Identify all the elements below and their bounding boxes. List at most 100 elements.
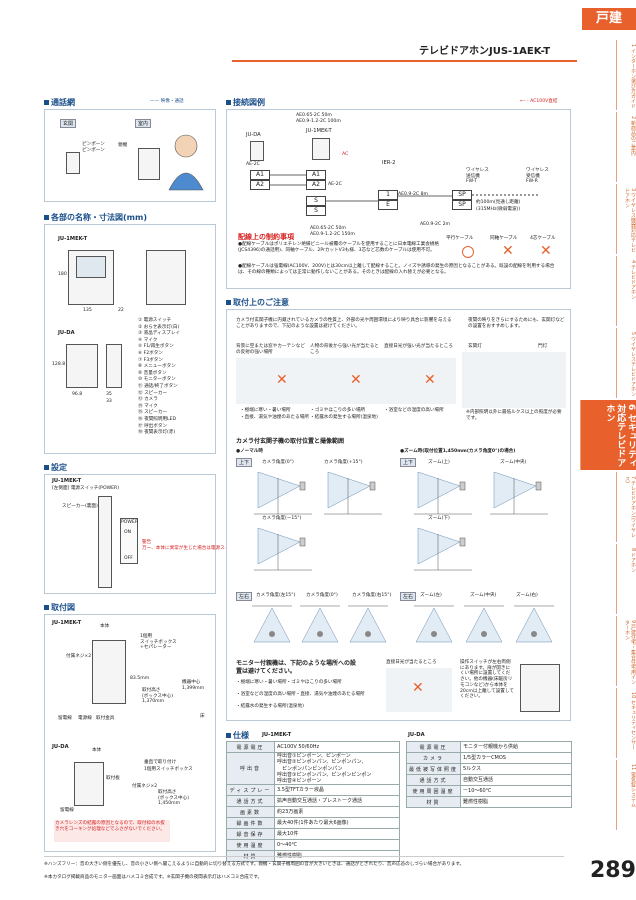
juda-side-drawing — [106, 344, 122, 388]
side-tab-10[interactable]: 10 セキュリティセンサー — [616, 688, 636, 758]
side-tab-5[interactable]: 5 ワイヤレステレビドアホン — [616, 328, 636, 398]
side-tab-number: 10 — [630, 692, 636, 700]
camera-mark — [535, 481, 542, 491]
mount-model1: JU-1MEK-T — [52, 620, 82, 626]
leftright-label-1: 左右 — [236, 592, 253, 601]
ng-icon: ✕ — [412, 680, 424, 696]
wiring-fwt: ワイヤレス 送信機 FW-T — [466, 168, 489, 185]
spec-key: 画素数 — [226, 806, 275, 819]
spec-row: 録画件数最大40件(1件あたり最大6画像) — [226, 817, 400, 830]
ng-icon: ✕ — [502, 243, 514, 259]
part-number: ⑤ — [138, 344, 144, 350]
side-tab-number: 5 — [630, 332, 636, 337]
zoom-down: ズーム(下) — [428, 516, 450, 521]
spec-key: 通話方式 — [226, 795, 275, 808]
range-diagram-lr — [464, 605, 504, 643]
caution-bullet-4: ・直接、湯気や油煙のあたる場所 — [240, 415, 309, 420]
part-number: ⑭ — [138, 403, 145, 409]
terminal: E — [378, 200, 398, 210]
side-tab-label: 戸建住宅・集合住宅用インターホン — [624, 620, 636, 685]
range-cone — [465, 607, 503, 643]
part-item: ④ マイク — [138, 338, 180, 345]
mount-vert: 垂直で取り付け — [144, 760, 177, 765]
part-label: F2ボタン — [143, 350, 163, 356]
part-item: ③ 液晶ディスプレイ — [138, 331, 180, 338]
side-tab-6[interactable]: 6 セキュリティ対応テレビドアホン — [580, 400, 636, 470]
range-diagram — [324, 471, 382, 515]
terminal: S — [306, 196, 326, 206]
range-diagram — [254, 527, 312, 571]
wiring-panel — [226, 109, 571, 289]
side-tab-4[interactable]: 4 テレビドアホン — [616, 256, 636, 326]
part-label: カメラ — [144, 397, 158, 403]
mount-plate: 取付板 — [106, 776, 120, 781]
mount-floor: 床 — [200, 714, 205, 719]
angle-left15: カメラ角度(左15°) — [256, 593, 296, 598]
person-mark — [317, 631, 323, 637]
terminal: A2 — [250, 180, 270, 190]
part-number: ⑩ — [138, 377, 144, 383]
title-rule — [232, 60, 577, 62]
part-number: ⑰ — [138, 423, 145, 429]
gate-light-label: 門灯 — [538, 344, 548, 349]
side-tab-1[interactable]: 1 インターホン選び方ガイド — [616, 40, 636, 110]
wiring-heading: 接続図例 — [226, 97, 265, 108]
range-cone — [253, 607, 291, 643]
part-item: ② おらせ表示灯(白) — [138, 325, 180, 332]
part-number: ① — [138, 318, 144, 323]
side-tab-3[interactable]: 3 ワイヤレス機器対応テレビドアホン — [616, 184, 636, 254]
person-mark — [269, 631, 275, 637]
terminal: A1 — [306, 170, 326, 180]
page-title: テレビドアホンJUS-1AEK-T — [419, 46, 551, 57]
caution-bullet-1: ・極端に寒い・暑い場所 — [240, 408, 291, 413]
power-label: POWER — [121, 520, 139, 525]
part-item: ⑮ スピーカー — [138, 410, 180, 417]
dim-22: 22 — [118, 308, 124, 313]
side-tab-label: ワイヤレス機器対応テレビドアホン — [624, 188, 636, 253]
juda-front-drawing — [66, 344, 98, 388]
entrance-light-label: 玄関灯 — [468, 344, 482, 349]
side-tab-label: 新商品のご案内 — [630, 120, 636, 156]
spec-value: 5ルクス — [460, 763, 572, 775]
side-tab-2[interactable]: 2 新商品のご案内 — [616, 112, 636, 182]
angle-right15: カメラ角度(右15°) — [352, 593, 392, 598]
part-label: マイク — [144, 403, 158, 409]
caution-lux: ※内部照明以外に最低ルクス以上の照度が必要です。 — [466, 410, 562, 421]
mount-box: 1個用 スイッチボックス +セパレーター — [140, 634, 177, 651]
side-tab-9[interactable]: 9 戸建住宅・集合住宅用インターホン — [616, 616, 636, 686]
side-tab-label: テレビドアホン — [630, 264, 636, 300]
spec-model1: JU-1MEK-T — [262, 732, 292, 738]
switch-note: 操作スイッチが左右両側にあります。扉が開きにくい場所に設置してください。他の機器… — [460, 660, 514, 700]
wiring-ae2c-2: AE-2C — [328, 182, 342, 187]
part-number: ⑮ — [138, 410, 145, 416]
part-number: ⑯ — [138, 416, 145, 422]
terminal: 1 — [378, 190, 398, 200]
zoom-left: ズーム(左) — [420, 593, 442, 598]
device-side-drawing — [98, 496, 112, 588]
mount-label-1: 留電線 — [58, 716, 72, 721]
ok-icon — [462, 246, 474, 258]
part-number: ⑨ — [138, 370, 144, 376]
camera-mark — [459, 481, 466, 491]
spec-value: 拡声自動交互通話・プレストーク通話 — [274, 795, 400, 808]
juda-mount-drawing — [74, 762, 104, 806]
range-cone — [301, 607, 339, 643]
wiring-spec3: AE0.9-2C 8m — [398, 192, 428, 197]
ng-icon: ✕ — [424, 372, 436, 388]
person-mark — [365, 631, 371, 637]
side-tab-8[interactable]: 8 ドアホン — [616, 544, 636, 614]
wiring-freq: (315MHz(微弱電波)) — [476, 207, 521, 212]
side-tab-7[interactable]: 7 テレビドアホン(ワイヤレス) — [616, 472, 636, 542]
part-number: ⑱ — [138, 430, 145, 436]
side-tab-11[interactable]: 11 電気錠システム — [616, 760, 636, 830]
mount-center: 機器中心 1,399mm — [182, 680, 205, 691]
spec-value: 約23万画素 — [274, 806, 400, 819]
spec-value: 最大10件 — [274, 828, 400, 841]
room-label: 室内 — [135, 119, 152, 128]
person-mark — [431, 631, 437, 637]
spec-key: カメラ — [405, 752, 462, 764]
mount-model2: JU-DA — [52, 744, 69, 750]
